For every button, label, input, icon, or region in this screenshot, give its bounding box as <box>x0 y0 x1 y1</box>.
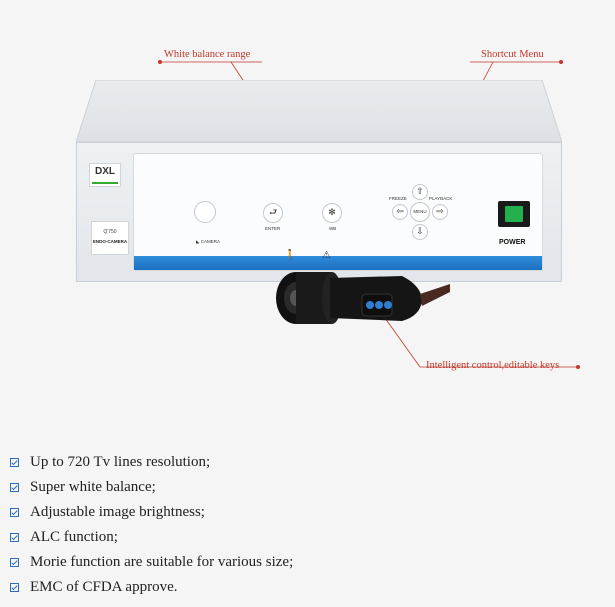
up-button[interactable]: ⇧ <box>412 184 428 200</box>
camera-head <box>276 272 450 324</box>
camera-port <box>194 201 216 223</box>
feature-item: EMC of CFDA approve. <box>10 575 293 600</box>
left-button[interactable]: ⇦ <box>392 204 408 220</box>
accent-strip <box>134 256 542 270</box>
callout-dot-intelligent-control <box>576 364 581 369</box>
camera-icon: ◣ <box>196 239 200 244</box>
checkbox-icon <box>10 458 19 467</box>
menu-button[interactable]: MENU <box>410 202 430 222</box>
wb-label: WB <box>329 226 337 231</box>
enter-button[interactable]: ⮐ <box>263 203 283 223</box>
feature-item: ALC function; <box>10 525 293 550</box>
feature-item: Adjustable image brightness; <box>10 500 293 525</box>
camera-key-1 <box>366 301 374 309</box>
feature-list: Up to 720 Tv lines resolution; Super whi… <box>10 450 293 600</box>
person-icon: 🚶 <box>284 250 297 261</box>
camera-key-2 <box>375 301 383 309</box>
intelligent-control-callout: Intelligent control,editable keys <box>426 360 560 371</box>
camera-coupler <box>276 272 342 324</box>
camera-body <box>330 276 450 321</box>
white-balance-button[interactable]: ✻ <box>322 203 342 223</box>
power-switch[interactable] <box>498 201 530 227</box>
shortcut-menu-callout: Shortcut Menu <box>481 49 544 60</box>
white-balance-callout: White balance range <box>164 49 251 60</box>
feature-item: Up to 720 Tv lines resolution; <box>10 450 293 475</box>
front-panel: ◣ CAMERA ⮐ ENTER ✻ WB ⇧ ⇩ ⇦ ⇨ MENU FREEZ… <box>133 153 543 271</box>
warning-icon: ⚠ <box>322 250 331 261</box>
model-name: ENDO-CAMERA <box>92 239 128 244</box>
freeze-label: FREEZE <box>389 196 407 201</box>
feature-item: Morie function are suitable for various … <box>10 550 293 575</box>
down-button[interactable]: ⇩ <box>412 224 428 240</box>
checkbox-icon <box>10 483 19 492</box>
device-top <box>76 80 562 142</box>
checkbox-icon <box>10 583 19 592</box>
right-button[interactable]: ⇨ <box>432 204 448 220</box>
camera-cable <box>420 284 450 306</box>
checkbox-icon <box>10 508 19 517</box>
sun-icon: ✻ <box>328 208 336 218</box>
checkbox-icon <box>10 558 19 567</box>
camera-control-unit: DXL Q'750 ENDO-CAMERA ◣ CAMERA ⮐ ENTER ✻… <box>76 142 562 282</box>
checkbox-icon <box>10 533 19 542</box>
brand-logo: DXL <box>89 163 121 187</box>
feature-item: Super white balance; <box>10 475 293 500</box>
model-number: Q'750 <box>103 229 117 235</box>
power-label: POWER <box>499 239 526 246</box>
camera-key-3 <box>384 301 392 309</box>
playback-label: PLAYBACK <box>429 196 453 201</box>
camera-port-label: ◣ CAMERA <box>196 239 220 244</box>
model-card: Q'750 ENDO-CAMERA <box>91 221 129 255</box>
enter-label: ENTER <box>265 226 281 231</box>
